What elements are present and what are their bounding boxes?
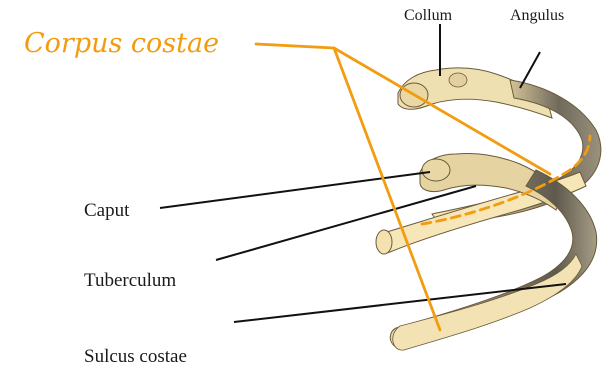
- caput-label: Caput: [84, 200, 130, 221]
- lower-rib: [376, 153, 597, 350]
- corpus-pointer-upper: [334, 48, 550, 174]
- collum-label: Collum: [404, 7, 453, 24]
- tuberculum-label: Tuberculum: [84, 270, 176, 291]
- lower-rib-lower-face: [393, 254, 582, 350]
- caput-leader: [160, 172, 430, 208]
- sulcus-costae-label: Sulcus costae: [84, 346, 187, 367]
- angulus-label: Angulus: [510, 7, 564, 24]
- angulus-leader: [520, 52, 540, 88]
- corpus-underline: [256, 44, 334, 48]
- corpus-costae-label: Corpus costae: [24, 28, 219, 59]
